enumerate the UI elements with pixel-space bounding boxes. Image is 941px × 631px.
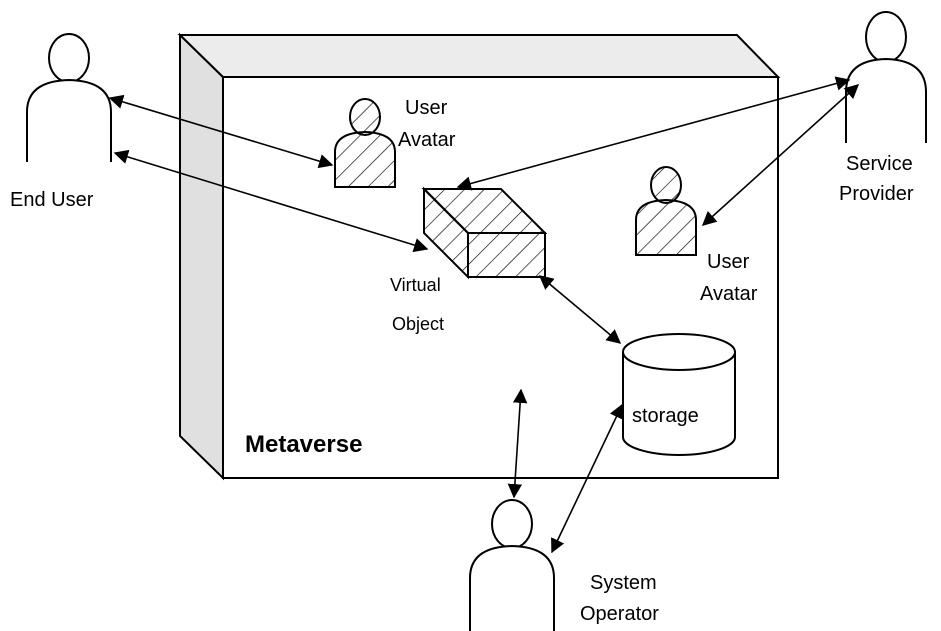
connectors [108,76,860,554]
storage-cylinder-icon [622,333,736,456]
metaverse-box-top [177,34,781,78]
arrow-end-user-to-virtual-object [113,149,429,253]
service-provider-label-line2: Provider [839,183,914,205]
user-avatar-label-line1: User [405,97,448,119]
end-user-icon [26,33,112,162]
virtual-object-label-line1: Virtual [390,275,441,295]
arrow-system-operator-to-storage [551,403,623,554]
end-user-label: End User [10,189,94,211]
user-avatar-label-line2: Avatar [398,129,456,151]
metaverse-box-side [179,32,224,481]
system-operator-label-line1: System [590,572,657,594]
arrow-service-provider-to-avatar [701,84,860,226]
virtual-object-cube-icon [421,186,548,280]
arrow-virtual-object-to-storage [538,275,622,344]
virtual-object-label-line2: Object [392,314,444,334]
service-provider-label-line1: Service [846,153,913,175]
metaverse-label: Metaverse [245,431,362,458]
user-avatar-label-line2: Avatar [700,283,758,305]
arrow-system-operator-to-metaverse [507,388,528,499]
system-operator-label-line2: Operator [580,603,659,625]
service-provider-icon [845,11,927,143]
system-operator-icon [469,499,555,631]
storage-label: storage [632,405,699,427]
user-avatar-label-line1: User [707,251,750,273]
